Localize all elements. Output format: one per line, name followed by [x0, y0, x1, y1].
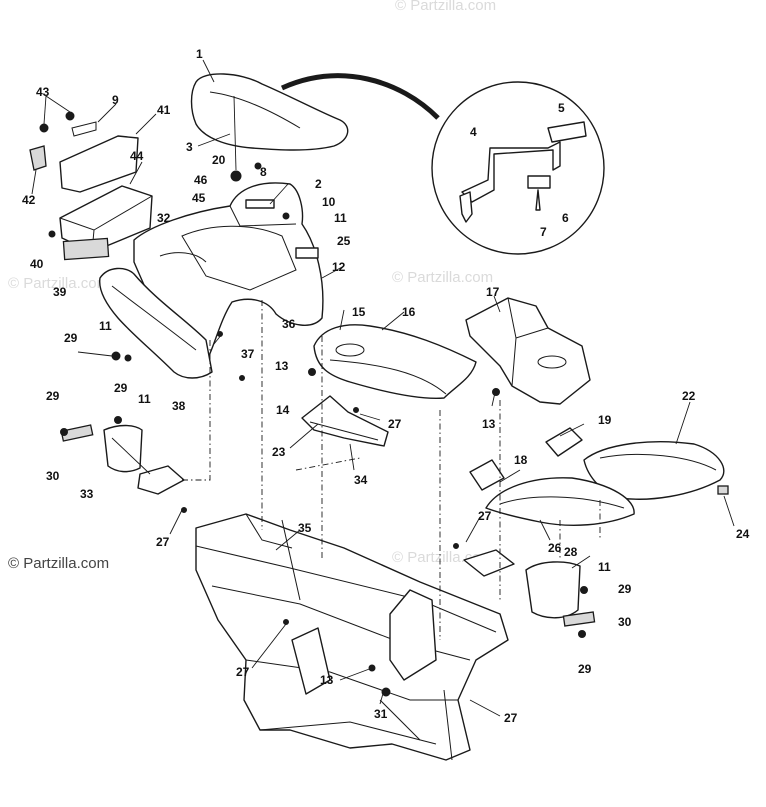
callout-label: 10: [322, 195, 336, 209]
callout-label: 5: [558, 101, 565, 115]
callout-label: 11: [99, 319, 112, 333]
left-mud-flap: [60, 424, 185, 495]
callout-label: 36: [282, 317, 296, 331]
callout-label: 31: [374, 707, 388, 721]
left-side-panel: [99, 267, 213, 379]
callout-label: 29: [578, 662, 592, 676]
front-fender-left: [485, 477, 635, 526]
callout-label: 29: [114, 381, 128, 395]
callout-label: 13: [275, 359, 289, 373]
seat: [190, 73, 349, 171]
callout-label: 29: [46, 389, 60, 403]
callout-label: 46: [194, 173, 208, 187]
callout-label: 24: [736, 527, 750, 541]
callout-label: 30: [618, 615, 632, 629]
latch-detail-inset: [280, 73, 605, 255]
callout-label: 27: [388, 417, 402, 431]
callout-label: 41: [157, 103, 171, 117]
callout-label: 33: [80, 487, 94, 501]
callout-label: 9: [112, 93, 119, 107]
callout-label: 23: [272, 445, 286, 459]
center-shroud: [301, 395, 389, 447]
front-hood: [465, 297, 591, 405]
leader-lines: [31, 59, 735, 717]
callout-label: 4: [470, 125, 477, 139]
callout-label: 13: [482, 417, 496, 431]
callout-label: 20: [212, 153, 226, 167]
callout-label: 1: [196, 47, 203, 61]
callout-label: 14: [276, 403, 290, 417]
callout-label: 29: [64, 331, 78, 345]
callout-label: 43: [36, 85, 50, 99]
callout-label: 34: [354, 473, 368, 487]
callout-label: 12: [332, 260, 346, 274]
callout-label: 32: [157, 211, 171, 225]
callout-label: 2: [315, 177, 322, 191]
assembly-guides: [180, 300, 601, 640]
copyright-credit: © Partzilla.com: [8, 555, 109, 572]
callout-label: 18: [514, 453, 528, 467]
callout-label: 7: [540, 225, 547, 239]
watermark-text: © Partzilla.com: [395, 0, 496, 14]
right-mud-flap: [463, 549, 596, 627]
callout-label: 16: [402, 305, 416, 319]
callout-label: 19: [598, 413, 612, 427]
callout-label: 40: [30, 257, 44, 271]
callout-label: 30: [46, 469, 60, 483]
decals: [469, 427, 729, 495]
callout-label: 6: [562, 211, 569, 225]
callout-label: 11: [138, 392, 151, 406]
callout-label: 37: [241, 347, 255, 361]
callout-label: 44: [130, 149, 144, 163]
callout-label: 29: [618, 582, 632, 596]
callout-label: 42: [22, 193, 36, 207]
callout-label: 27: [478, 509, 492, 523]
callout-label: 11: [334, 211, 347, 225]
callout-label: 25: [337, 234, 351, 248]
callout-label: 26: [548, 541, 562, 555]
callout-label: 13: [320, 673, 334, 687]
callout-label: 38: [172, 399, 186, 413]
callout-label: 17: [486, 285, 500, 299]
callout-label: 28: [564, 545, 578, 559]
callout-label: 3: [186, 140, 193, 154]
watermark-text: © Partzilla.com: [392, 269, 493, 286]
callout-label: 45: [192, 191, 206, 205]
fuel-tank-cover: [313, 324, 477, 400]
callout-label: 15: [352, 305, 366, 319]
callout-label: 35: [298, 521, 312, 535]
watermark-text: © Partzilla.com: [8, 275, 109, 292]
callout-labels: 1 2 3 4 5 6 7 8 9 10 11 11 11 11 12 13 1…: [22, 47, 750, 725]
tool-box: [59, 185, 153, 261]
fasteners: [48, 212, 588, 697]
callout-label: 11: [598, 560, 611, 574]
rear-plate: [29, 111, 139, 193]
main-frame: [195, 513, 509, 761]
callout-label: 22: [682, 389, 696, 403]
callout-label: 27: [504, 711, 518, 725]
callout-label: 8: [260, 165, 267, 179]
callout-label: 27: [156, 535, 170, 549]
callout-label: 27: [236, 665, 250, 679]
callout-label: 39: [53, 285, 67, 299]
